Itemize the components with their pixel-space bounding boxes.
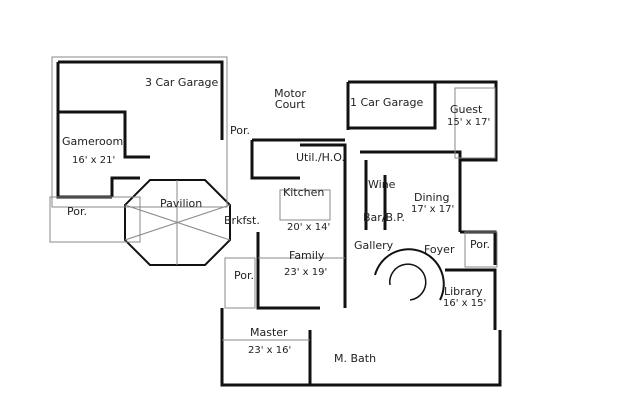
porch-label-family: Por. [234,269,254,282]
room-label-one-car-garage: 1 Car Garage [350,96,424,109]
room-label-three-car-garage: 3 Car Garage [145,76,219,89]
room-label-master: Master [250,326,288,339]
room-dim-library: 16' x 15' [443,298,487,309]
room-dim-dining: 17' x 17' [411,204,455,215]
room-label-m-bath: M. Bath [334,352,377,365]
porch-label-foyer: Por. [470,238,490,251]
room-label-family: Family [289,249,325,262]
room-label-brkfst: Brkfst. [224,214,260,227]
room-label-foyer: Foyer [424,243,455,256]
porch-label-garage: Por. [230,124,250,137]
room-label-motor-court: Motor Court [274,87,306,111]
room-label-bar-bp: Bar/B.P. [363,211,405,224]
room-dim-gameroom: 16' x 21' [72,155,116,166]
room-dim-family: 23' x 19' [284,267,328,278]
room-label-library: Library [444,285,483,298]
room-label-pavilion: Pavilion [160,197,203,210]
room-label-util-ho: Util./H.O. [296,151,345,164]
room-label-guest: Guest [450,103,483,116]
room-dim-kitchen: 20' x 14' [287,222,331,233]
room-label-gallery: Gallery [354,239,394,252]
room-dim-guest: 15' x 17' [447,117,491,128]
room-label-gameroom: Gameroom [62,135,124,148]
room-dim-master: 23' x 16' [248,345,292,356]
porch-label-gameroom: Por. [67,205,87,218]
room-label-wine: Wine [368,178,396,191]
room-label-dining: Dining [414,191,450,204]
room-label-kitchen: Kitchen [283,186,325,199]
